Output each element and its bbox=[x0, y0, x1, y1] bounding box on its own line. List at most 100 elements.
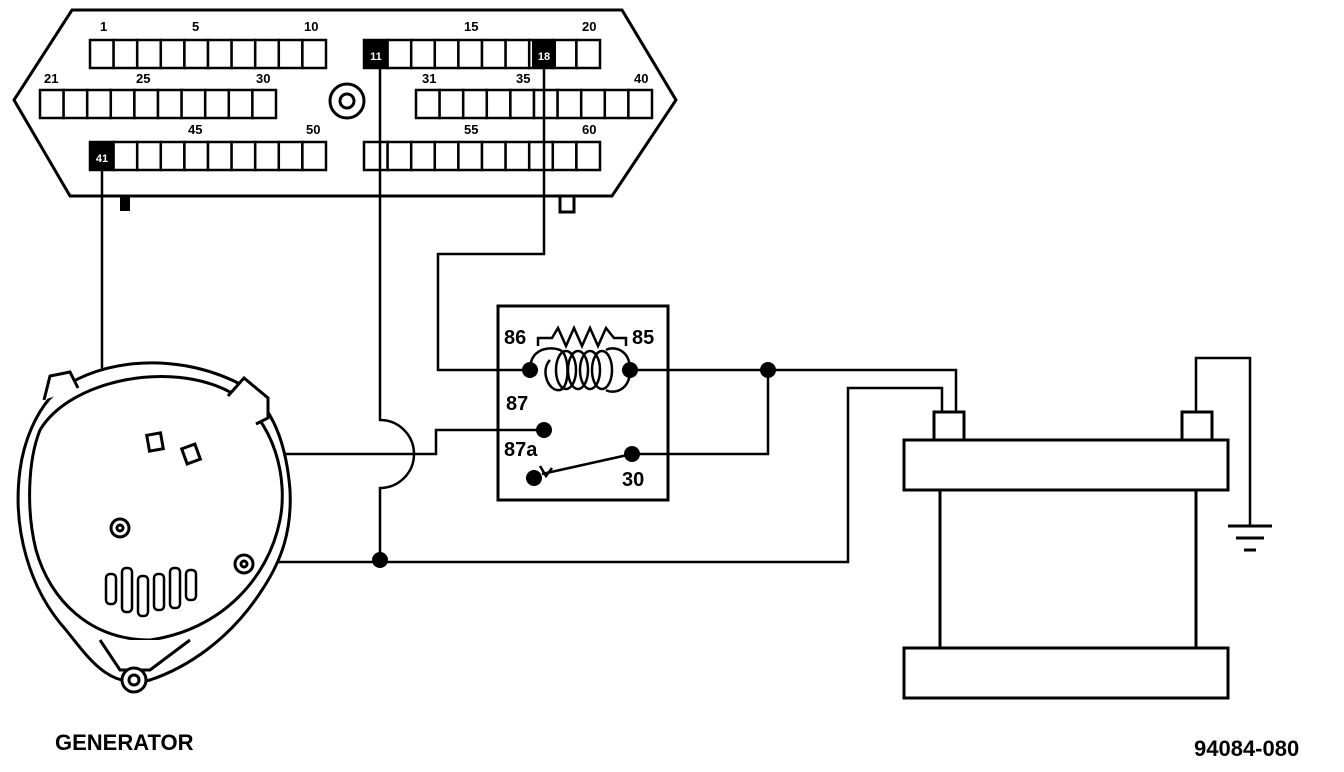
connector-pin-cell bbox=[575, 38, 602, 70]
connector-pin-cell bbox=[480, 140, 507, 172]
connector-pin-cell bbox=[253, 140, 281, 172]
connector-pin-cell bbox=[485, 88, 512, 120]
generator-terminal-field bbox=[144, 431, 166, 453]
connector-pin-cell bbox=[135, 38, 163, 70]
generator-vents bbox=[104, 566, 198, 618]
connector-pin-cell bbox=[112, 140, 139, 172]
connector-pin-cell bbox=[230, 140, 257, 172]
relay-label-86: 86 bbox=[504, 327, 526, 349]
pin-number-1: 1 bbox=[100, 19, 107, 34]
relay-terminal-87a-dot bbox=[526, 470, 542, 486]
relay-terminal-87-dot bbox=[536, 422, 552, 438]
pin-number-21: 21 bbox=[44, 71, 58, 86]
generator-inner-ring bbox=[28, 375, 284, 642]
connector-pin-cell bbox=[409, 38, 437, 70]
relay-label-87: 87 bbox=[506, 393, 528, 415]
connector-pin-cell bbox=[575, 140, 602, 172]
connector-pin-cell bbox=[159, 38, 186, 70]
relay-coil-symbol bbox=[528, 347, 632, 393]
relay-terminal-85-dot bbox=[622, 362, 638, 378]
connector-pin-cell bbox=[112, 38, 139, 70]
relay-label-30: 30 bbox=[622, 469, 644, 491]
pin-number-31: 31 bbox=[422, 71, 436, 86]
battery-base bbox=[902, 646, 1230, 700]
pin-number-20: 20 bbox=[582, 19, 596, 34]
pin-number-15: 15 bbox=[464, 19, 478, 34]
connector-pin-cell bbox=[386, 38, 413, 70]
connector-pin-cell bbox=[277, 38, 304, 70]
battery-top bbox=[902, 438, 1230, 492]
connector-tab-right bbox=[558, 194, 576, 214]
pin-number-5: 5 bbox=[192, 19, 199, 34]
connector-pin-cell bbox=[183, 140, 210, 172]
pin-number-45: 45 bbox=[188, 122, 202, 137]
connector-pin-cell bbox=[133, 88, 160, 120]
connector-pin-cell bbox=[227, 88, 254, 120]
connector-tab-left bbox=[120, 196, 130, 211]
relay: 86 85 87 87a 30 bbox=[496, 304, 670, 502]
connector-pin-cell bbox=[504, 140, 531, 172]
connector-pin-cell bbox=[457, 140, 484, 172]
pin-11-label: 11 bbox=[370, 51, 382, 63]
connector-pin-cell bbox=[38, 88, 65, 120]
battery-terminal-right bbox=[1180, 410, 1214, 442]
connector-pin-cell bbox=[62, 88, 89, 120]
relay-terminal-86-dot bbox=[522, 362, 538, 378]
wire-relay30-junction bbox=[632, 370, 770, 456]
generator-mount-hole bbox=[120, 666, 148, 694]
connector-pin-cell bbox=[230, 38, 257, 70]
junction-dot-ground bbox=[372, 552, 388, 568]
connector-block: 11 18 41 1 5 10 15 20 21 25 30 31 35 40 … bbox=[12, 8, 678, 214]
connector-center-bolt-inner bbox=[338, 92, 356, 110]
connector-pin-cell bbox=[109, 88, 136, 120]
relay-label-85: 85 bbox=[632, 327, 654, 349]
connector-pin-cell bbox=[556, 88, 583, 120]
pin-number-60: 60 bbox=[582, 122, 596, 137]
generator-label: GENERATOR bbox=[55, 730, 194, 755]
connector-pin-cells bbox=[38, 38, 654, 172]
connector-pin-cell bbox=[551, 140, 578, 172]
pin-18-label: 18 bbox=[538, 51, 550, 63]
connector-pin-cell bbox=[253, 38, 281, 70]
connector-pin-cell bbox=[156, 88, 183, 120]
connector-pin-cell bbox=[85, 88, 113, 120]
connector-pin-cell bbox=[362, 140, 389, 172]
connector-pin-cell bbox=[433, 38, 460, 70]
connector-pin-cell bbox=[277, 140, 304, 172]
wire-relay85-battery bbox=[630, 368, 958, 412]
connector-pin-cell bbox=[180, 88, 207, 120]
relay-resistor-symbol bbox=[536, 324, 628, 350]
pin-number-25: 25 bbox=[136, 71, 150, 86]
relay-switch-arm bbox=[541, 452, 633, 476]
pin-number-50: 50 bbox=[306, 122, 320, 137]
pin-number-40: 40 bbox=[634, 71, 648, 86]
connector-pin-cell bbox=[409, 140, 437, 172]
generator-bplus-terminal bbox=[233, 553, 255, 575]
generator-mount-ear-right bbox=[226, 375, 270, 426]
connector-pin-cell bbox=[551, 38, 578, 70]
pin-number-10: 10 bbox=[304, 19, 318, 34]
connector-pin-cell bbox=[135, 140, 163, 172]
connector-pin-cell bbox=[527, 140, 555, 172]
battery bbox=[902, 410, 1230, 700]
relay-housing bbox=[496, 304, 670, 502]
connector-pin-cell bbox=[183, 38, 210, 70]
wire-generator-battery-neg bbox=[248, 386, 944, 564]
connector-pin-cell bbox=[627, 88, 654, 120]
generator-center-bolt bbox=[109, 517, 131, 539]
pin-11-highlight bbox=[364, 40, 388, 68]
connector-pin-cell bbox=[88, 38, 115, 70]
generator-mount-ear-left bbox=[42, 370, 80, 401]
wire-battery-ground bbox=[1194, 356, 1252, 526]
connector-pin-cell bbox=[509, 88, 536, 120]
battery-terminal-left bbox=[932, 410, 966, 442]
connector-pin-cell bbox=[206, 38, 233, 70]
wire-generator-relay87 bbox=[196, 428, 544, 456]
ground-symbol bbox=[1228, 524, 1272, 552]
connector-pin-cell bbox=[386, 140, 413, 172]
connector-pin-cell bbox=[301, 38, 328, 70]
connector-pin-cell bbox=[438, 88, 465, 120]
connector-pin-cell bbox=[251, 88, 278, 120]
pin-41-label: 41 bbox=[96, 153, 108, 165]
